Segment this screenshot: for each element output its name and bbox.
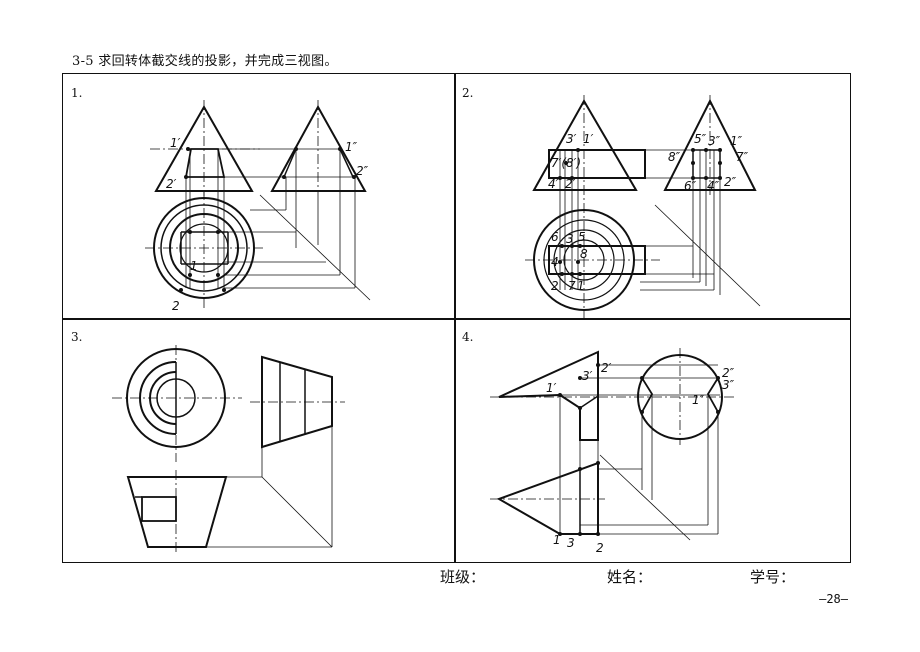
label-p2-5: 5: [578, 230, 586, 244]
label-p2-2: 2: [551, 279, 559, 293]
label-p4-1prime: 1′: [546, 381, 557, 395]
label-p2-7: 7: [568, 279, 576, 293]
label-p2-6: 6: [551, 230, 559, 244]
problem-1-labels: 1′ 1″ 2′ 2″ 1 2: [166, 136, 369, 313]
problem-4-labels: 1′ 3′ 2′ 2″ 3″ 1″ 1 3 2: [546, 361, 735, 555]
label-p2-4dprime: 4″: [707, 179, 720, 193]
student-id-label: 学号：: [750, 568, 796, 586]
class-label: 班级：: [440, 568, 486, 586]
label-p2-7-8prime: 7′(8′): [551, 156, 581, 170]
label-p4-3prime: 3′: [582, 369, 593, 383]
label-p2-2dprime: 2″: [724, 175, 737, 189]
label-p4-3: 3: [567, 536, 575, 550]
problem-2-labels: 3′ 1′ 7′(8′) 4′ 2′ 5″ 3″ 1″ 8″ 7″ 6″ 4″ …: [548, 132, 749, 293]
label-p4-1dprime: 1″: [692, 393, 705, 407]
label-p2-3: 3: [566, 232, 574, 246]
label-p2-1prime: 1′: [583, 132, 594, 146]
problem-2-drawing: [525, 95, 761, 320]
problem-4-drawing: [490, 348, 735, 541]
problem-number-2: 2.: [462, 86, 474, 100]
label-p1-1dprime: 1″: [345, 140, 358, 154]
problem-1-drawing: [145, 100, 371, 308]
problem-number-1: 1.: [71, 86, 83, 100]
label-p2-8: 8: [580, 247, 588, 261]
label-p2-1dprime: 1″: [730, 134, 743, 148]
label-p2-7dprime: 7″: [736, 150, 749, 164]
problem-number-3: 3.: [71, 330, 83, 344]
label-p4-2dprime: 2″: [722, 366, 735, 380]
label-p2-8dprime: 8″: [668, 150, 681, 164]
label-p2-2prime: 2′: [565, 177, 576, 191]
label-p4-2prime: 2′: [601, 361, 612, 375]
grid-divider-horizontal: [63, 318, 850, 320]
label-p2-3dprime: 3″: [708, 134, 721, 148]
label-p1-2: 2: [172, 299, 180, 313]
label-p1-1: 1: [190, 259, 198, 273]
label-p1-1prime: 1′: [170, 136, 181, 150]
label-p2-3prime: 3′: [566, 132, 577, 146]
label-p2-4prime: 4′: [548, 177, 559, 191]
exercise-grid: 1. 2. 3. 4.: [62, 73, 851, 563]
problem-number-4: 4.: [462, 330, 474, 344]
label-p2-4: 4: [551, 255, 559, 269]
label-p2-5dprime: 5″: [694, 132, 707, 146]
label-p2-1: 1: [577, 279, 585, 293]
page-title: 3-5 求回转体截交线的投影，并完成三视图。: [72, 54, 338, 69]
name-label: 姓名：: [607, 568, 653, 586]
label-p2-6dprime: 6″: [684, 179, 697, 193]
label-p4-1: 1: [553, 533, 561, 547]
label-p1-2dprime: 2″: [356, 164, 369, 178]
page-number: –28–: [819, 592, 848, 606]
label-p1-2prime: 2′: [166, 177, 177, 191]
label-p4-2: 2: [596, 541, 604, 555]
label-p4-3dprime: 3″: [722, 378, 735, 392]
problem-3-drawing: [112, 345, 345, 555]
